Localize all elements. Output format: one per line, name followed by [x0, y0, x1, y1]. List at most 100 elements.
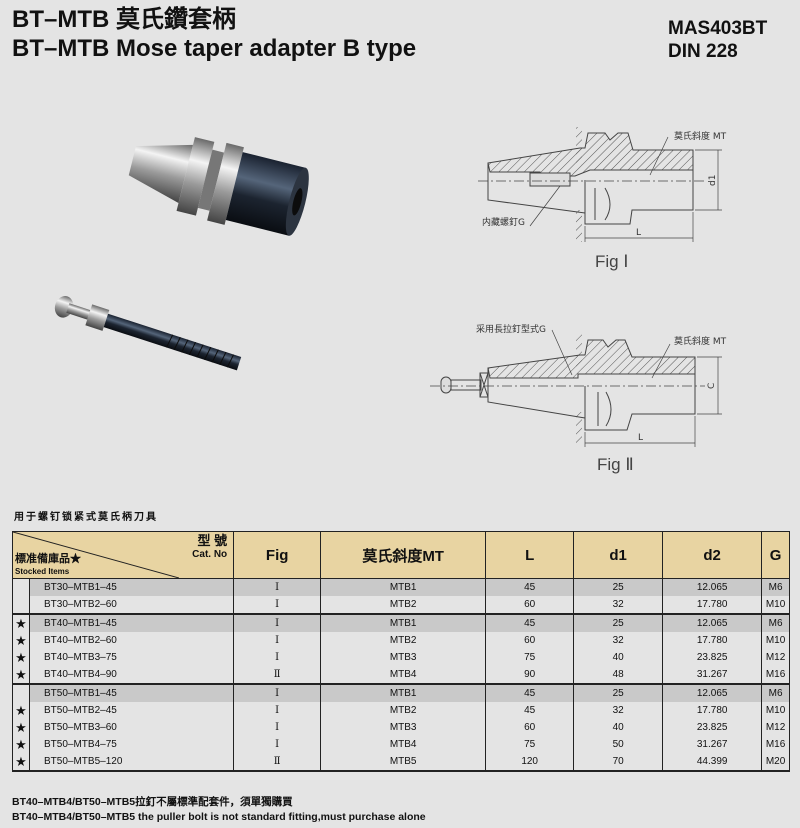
cell-cat: BT50–MTB4–75: [28, 736, 235, 753]
cell-mt: MTB2: [320, 596, 487, 614]
header-d2: d2: [662, 531, 763, 579]
fig1-d1-label: d1: [708, 175, 718, 186]
cell-L: 45: [485, 702, 575, 719]
cell-cat: BT40–MTB2–60: [28, 632, 235, 649]
note-en: BT40–MTB4/BT50–MTB5 the puller bolt is n…: [12, 811, 426, 823]
header-cat-no: 型 號 Cat. No 標准備庫品★ Stocked Items: [11, 531, 235, 579]
cell-L: 75: [485, 649, 575, 666]
tool-holder-photo: [128, 137, 309, 236]
cell-cat: BT40–MTB3–75: [28, 649, 235, 666]
title-en: BT–MTB Mose taper adapter B type: [12, 35, 417, 62]
cell-cat: BT40–MTB4–90: [28, 666, 235, 684]
cell-G: M10: [761, 632, 790, 649]
cell-d1: 32: [573, 632, 664, 649]
cell-mt: MTB5: [320, 753, 487, 772]
cell-G: M6: [761, 613, 790, 632]
cell-mt: MTB2: [320, 632, 487, 649]
header-mt: 莫氏斜度MT: [320, 531, 487, 579]
stock-star: [12, 683, 30, 702]
table-subheading: 用于螺钉锁紧式莫氏柄刀具: [14, 512, 158, 523]
cell-d2: 23.825: [662, 649, 763, 666]
puller-bolt-photo: [54, 295, 242, 371]
cell-L: 75: [485, 736, 575, 753]
cell-L: 90: [485, 666, 575, 684]
cell-d1: 32: [573, 596, 664, 614]
cell-G: M16: [761, 736, 790, 753]
cell-d1: 25: [573, 578, 664, 596]
fig1-caption: Fig Ⅰ: [595, 252, 628, 271]
cell-mt: MTB4: [320, 666, 487, 684]
cell-fig: Ⅰ: [233, 702, 322, 719]
cell-L: 60: [485, 719, 575, 736]
cell-mt: MTB1: [320, 613, 487, 632]
cell-L: 60: [485, 632, 575, 649]
cell-mt: MTB3: [320, 719, 487, 736]
cell-d2: 12.065: [662, 613, 763, 632]
header-stock-en: Stocked Items: [15, 567, 70, 576]
cell-d2: 31.267: [662, 666, 763, 684]
cell-cat: BT40–MTB1–45: [28, 613, 235, 632]
cell-G: M10: [761, 702, 790, 719]
cell-L: 45: [485, 578, 575, 596]
cell-fig: Ⅰ: [233, 719, 322, 736]
cell-cat: BT50–MTB2–45: [28, 702, 235, 719]
cell-G: M12: [761, 719, 790, 736]
spec-table: 型 號 Cat. No 標准備庫品★ Stocked Items Fig 莫氏斜…: [11, 531, 790, 772]
cell-L: 120: [485, 753, 575, 772]
cell-mt: MTB3: [320, 649, 487, 666]
cell-d1: 70: [573, 753, 664, 772]
cell-fig: Ⅰ: [233, 736, 322, 753]
cell-cat: BT50–MTB5–120: [28, 753, 235, 772]
fig2-c-label: C: [707, 383, 717, 389]
cell-fig: Ⅰ: [233, 613, 322, 632]
stock-star: ★: [12, 649, 30, 666]
cell-d2: 12.065: [662, 578, 763, 596]
cell-L: 45: [485, 683, 575, 702]
cell-d1: 40: [573, 719, 664, 736]
stock-star: [12, 578, 30, 596]
cell-G: M16: [761, 666, 790, 684]
header-fig: Fig: [233, 531, 322, 579]
cell-d1: 25: [573, 613, 664, 632]
fig2-stud-label: 采用長拉釘型式G: [476, 323, 546, 335]
cell-d2: 17.780: [662, 702, 763, 719]
fig1-l-label: L: [636, 228, 641, 238]
fig2-caption: Fig Ⅱ: [597, 455, 634, 474]
fig1-drawing: [478, 127, 722, 242]
stock-star: ★: [12, 736, 30, 753]
cell-d1: 48: [573, 666, 664, 684]
standard-mas: MAS403BT: [668, 18, 768, 39]
cell-mt: MTB1: [320, 683, 487, 702]
cell-d1: 25: [573, 683, 664, 702]
stock-star: ★: [12, 753, 30, 772]
fig2-drawing: [430, 329, 722, 447]
header-d1: d1: [573, 531, 664, 579]
header-g: G: [761, 531, 790, 579]
cell-cat: BT50–MTB3–60: [28, 719, 235, 736]
cell-mt: MTB2: [320, 702, 487, 719]
illustrations: 莫氏斜度 MT d1 内藏螺釘G L Fig Ⅰ 采用長拉釘型式G 莫氏斜度 M…: [54, 127, 727, 474]
cell-d2: 44.399: [662, 753, 763, 772]
stock-star: ★: [12, 702, 30, 719]
cell-mt: MTB1: [320, 578, 487, 596]
cell-d1: 40: [573, 649, 664, 666]
cell-G: M20: [761, 753, 790, 772]
header-stock-cn: 標准備庫品★: [15, 553, 81, 565]
cell-d2: 17.780: [662, 632, 763, 649]
cell-d2: 12.065: [662, 683, 763, 702]
cell-G: M10: [761, 596, 790, 614]
cell-fig: Ⅱ: [233, 666, 322, 684]
cell-L: 60: [485, 596, 575, 614]
cell-d1: 32: [573, 702, 664, 719]
